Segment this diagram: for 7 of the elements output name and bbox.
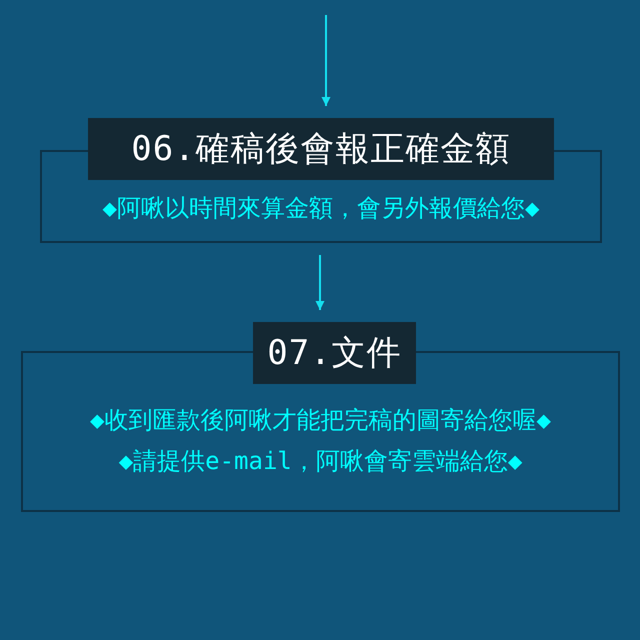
step-note: ◆收到匯款後阿啾才能把完稿的圖寄給您喔◆ bbox=[89, 406, 552, 434]
arrow bbox=[316, 255, 324, 310]
step-note: ◆請提供e-mail，阿啾會寄雲端給您◆ bbox=[118, 447, 524, 475]
arrow bbox=[322, 15, 330, 106]
step-heading: 06.確稿後會報正確金額 bbox=[88, 118, 554, 180]
step-note: ◆阿啾以時間來算金額，會另外報價給您◆ bbox=[102, 194, 540, 222]
step-heading: 07.文件 bbox=[253, 322, 416, 384]
